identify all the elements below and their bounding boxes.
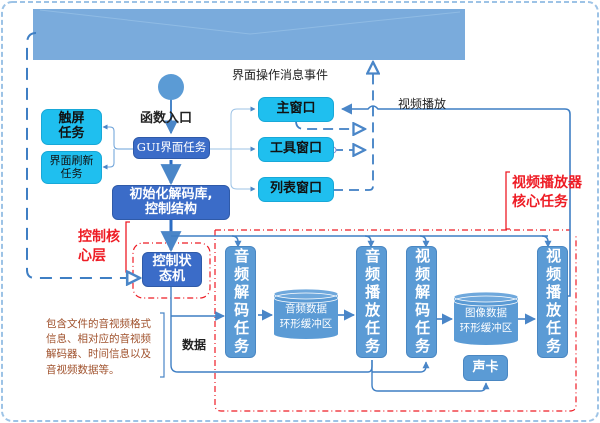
video-play-to-main-window-arrow <box>340 103 571 297</box>
data-note: 包含文件的音视频格式 信息、相对应的音视频 解码器、时间信息以及 音视频数据等。 <box>46 318 151 376</box>
bus-to-audio-play <box>364 235 375 248</box>
video-play-label: 视频播放 <box>398 97 447 111</box>
feedback-loop-arrow <box>26 32 140 278</box>
main-window-node[interactable]: 主窗口 <box>258 97 334 122</box>
audio-decode-task-node[interactable]: 音频解码任务 <box>225 246 256 358</box>
gui-to-touch-arrow <box>102 124 133 150</box>
top-bar-shading <box>39 9 461 35</box>
image-buffer-label: 图像数据 环形缓冲区 <box>459 307 513 334</box>
gui-to-list-window-arrow <box>230 149 256 192</box>
list-window-node[interactable]: 列表窗口 <box>258 177 334 202</box>
entry-label: 函数入口 <box>140 111 193 126</box>
refresh-task-node[interactable]: 界面刷新 任务 <box>41 151 102 184</box>
ui-event-label: 界面操作消息事件 <box>232 68 329 82</box>
control-fsm-node[interactable]: 控制状 态机 <box>142 252 202 287</box>
gui-task-node[interactable]: GUI界面任务 <box>133 137 210 159</box>
event-bus-line <box>333 70 374 191</box>
audio-buffer-label: 音频数据 环形缓冲区 <box>279 303 333 330</box>
image-buffer-cylinder <box>453 291 519 345</box>
main-window-event-arrow <box>295 120 365 129</box>
control-core-label: 控制核 心层 <box>78 229 120 264</box>
data-label: 数据 <box>182 338 207 352</box>
tool-window-node[interactable]: 工具窗口 <box>258 137 334 162</box>
audio-play-task-node[interactable]: 音频播放任务 <box>356 246 387 358</box>
data-loop-line <box>170 286 368 373</box>
bus-to-audio-decode <box>231 235 242 248</box>
audio-play-to-soundcard-arrow <box>371 360 490 392</box>
player-core-label: 视频播放器 核心任务 <box>512 175 582 210</box>
init-decoder-node[interactable]: 初始化解码库, 控制结构 <box>112 185 230 220</box>
gui-to-refresh-arrow <box>102 149 115 170</box>
control-core-bracket <box>125 221 130 273</box>
bus-to-video-play <box>541 235 552 248</box>
sound-card-node[interactable]: 声卡 <box>463 355 508 381</box>
player-core-bracket <box>505 171 510 230</box>
video-play-task-node[interactable]: 视频播放任务 <box>537 246 568 358</box>
core-task-region <box>214 230 577 412</box>
entry-node-circle <box>158 74 184 100</box>
touch-task-node[interactable]: 触屏 任务 <box>41 109 102 145</box>
video-decode-task-node[interactable]: 视频解码任务 <box>406 246 437 358</box>
data-to-video-decode-arrow <box>372 361 430 373</box>
audio-buffer-cylinder <box>273 288 339 339</box>
note-bracket <box>160 312 165 378</box>
gui-to-main-window-arrow <box>230 106 256 149</box>
bus-to-video-decode <box>419 235 430 248</box>
